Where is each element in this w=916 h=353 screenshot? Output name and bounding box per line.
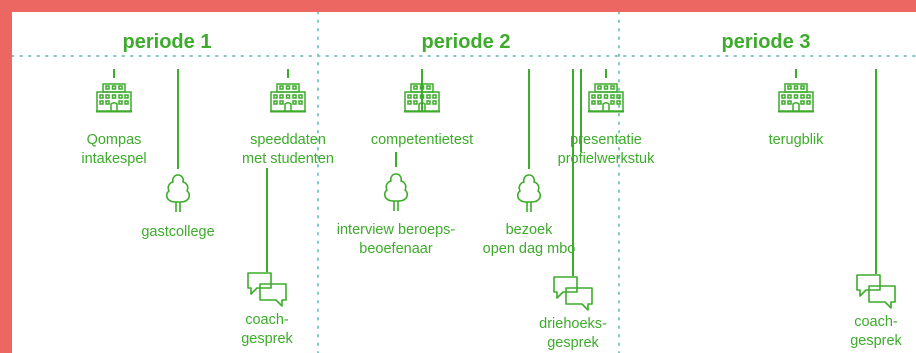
activity-label-line: bezoek [505,222,553,238]
activity-label-interview: interview beroeps-beoefenaar [337,221,455,259]
activity-label-speeddaten: speeddaten met studenten [242,131,334,169]
timeline-connector [266,168,268,272]
timeline-connector [875,69,877,274]
activity-label-line: profielwerkstuk [557,151,655,167]
activity-label-line: open dag mbo [482,241,576,257]
activity-label-competentietest: competentietest [371,131,473,150]
timeline-connector [177,69,179,169]
activity-label-line: terugblik [768,132,824,148]
timeline-connector [572,69,574,276]
school-building-icon [588,83,624,118]
tree-icon [163,173,193,218]
activity-label-line: gesprek [547,335,599,351]
school-building-icon [404,83,440,118]
activity-label-line: driehoeks- [539,316,607,332]
timeline-connector [287,69,289,78]
period-title: periode 2 [421,31,511,53]
activity-label-qompas: Qompas intakespel [81,131,146,169]
tree-icon [381,172,411,217]
activity-label-bezoek: bezoek open dag mbo [483,221,576,259]
activity-label-line: Qompas [86,132,142,148]
timeline-connector [395,152,397,167]
activity-label-line: gesprek [241,331,293,347]
chat-bubbles-icon [855,273,897,316]
timeline-connector [528,69,530,169]
activity-label-line: coach- [245,312,289,328]
timeline-grid [12,12,916,353]
activity-label-terugblik: terugblik [769,131,824,150]
activity-label-presentatie: presentatie profielwerkstuk [558,131,655,169]
activity-label-line: coach- [854,314,898,330]
activity-label-driehoek: driehoeks-gesprek [539,315,607,353]
chat-bubbles-icon [552,275,594,318]
timeline-connector [795,69,797,78]
activity-label-line: gesprek [850,333,902,349]
school-building-icon [96,83,132,118]
chat-bubbles-icon [246,271,288,314]
activity-label-line: speeddaten [250,132,326,148]
activity-label-line: presentatie [570,132,642,148]
timeline-connector [580,69,582,152]
activity-label-line: interview beroeps- [336,222,456,238]
tree-icon [514,173,544,218]
timeline-connector [113,69,115,78]
activity-label-coach2: coach-gesprek [850,313,902,351]
timeline-panel: periode 1 periode 2 periode 3 Qompas intake… [12,12,916,353]
school-building-icon [778,83,814,118]
period-title: periode 1 [122,31,212,53]
activity-label-coach1: coach-gesprek [241,311,293,349]
activity-label-line: intakespel [81,151,147,167]
activity-label-line: competentietest [370,132,474,148]
period-title: periode 3 [721,31,811,53]
activity-label-line: gastcollege [141,224,215,240]
activity-label-line: met studenten [242,151,334,167]
school-building-icon [270,83,306,118]
timeline-connector [421,69,423,111]
activity-label-gastcollege: gastcollege [141,223,214,242]
activity-label-line: beoefenaar [359,241,433,257]
timeline-connector [605,69,607,78]
